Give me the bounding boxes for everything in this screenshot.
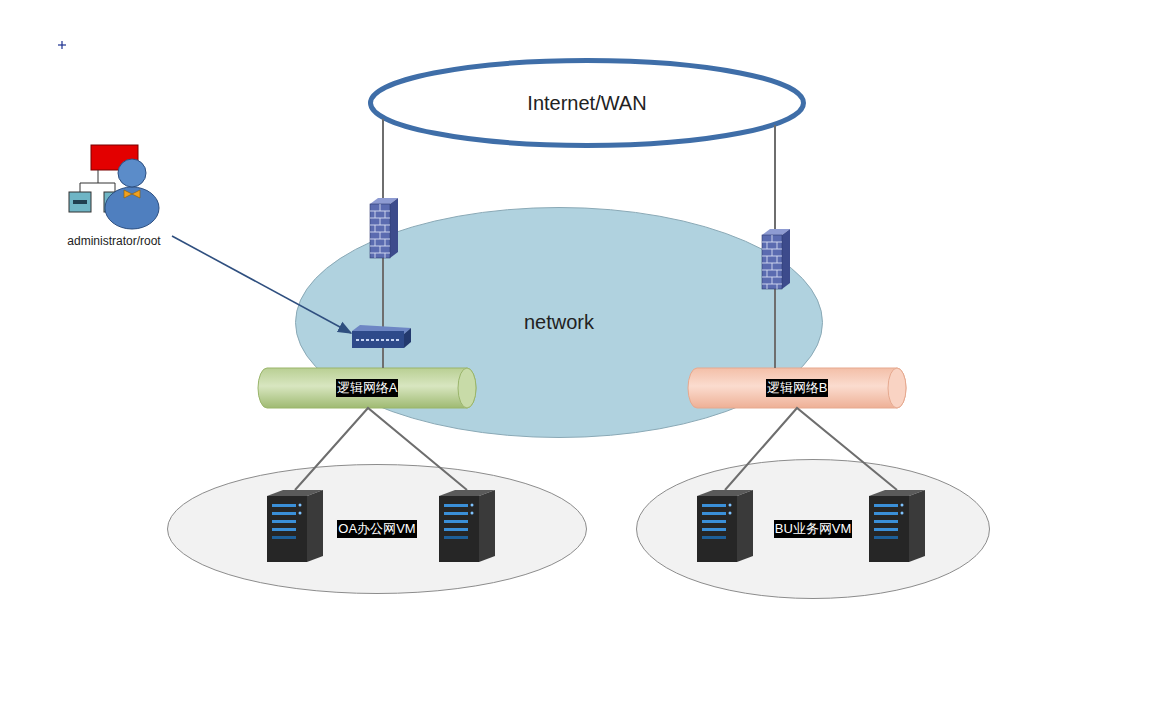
access-arrow [172,236,351,333]
firewall-icon [370,198,398,258]
logical-network-band-outline [258,368,476,408]
switch-icon [352,325,411,348]
logical-network-band-outline [688,368,906,408]
cloud-ellipse: Internet/WAN [368,58,806,148]
vm-group-ellipse: OA办公网VM [167,464,587,594]
network-link [295,408,467,490]
node-label: administrator/root [67,234,160,248]
network-link [725,408,897,490]
server-icon [267,490,323,562]
server-icon [439,490,495,562]
node-label: 逻辑网络A [336,379,399,397]
node-label: OA办公网VM [337,520,416,538]
vm-group-ellipse: BU业务网VM [636,459,990,599]
admin-figure: administrator/root [58,138,170,250]
logical-network-band: 逻辑网络A [258,368,476,408]
node-label: BU业务网VM [774,520,853,538]
node-label: Internet/WAN [527,92,646,115]
node-label: network [524,311,594,334]
vm-group-ellipse-outline [167,464,587,594]
admin-figure-outline [58,138,170,250]
vm-group-ellipse-outline [636,459,990,599]
crosshair-mark [58,41,66,49]
server-icon [869,490,925,562]
cloud-ellipse-outline [368,58,806,148]
server-icon [697,490,753,562]
logical-network-band: 逻辑网络B [688,368,906,408]
node-label: 逻辑网络B [766,379,829,397]
firewall-icon [762,229,790,289]
